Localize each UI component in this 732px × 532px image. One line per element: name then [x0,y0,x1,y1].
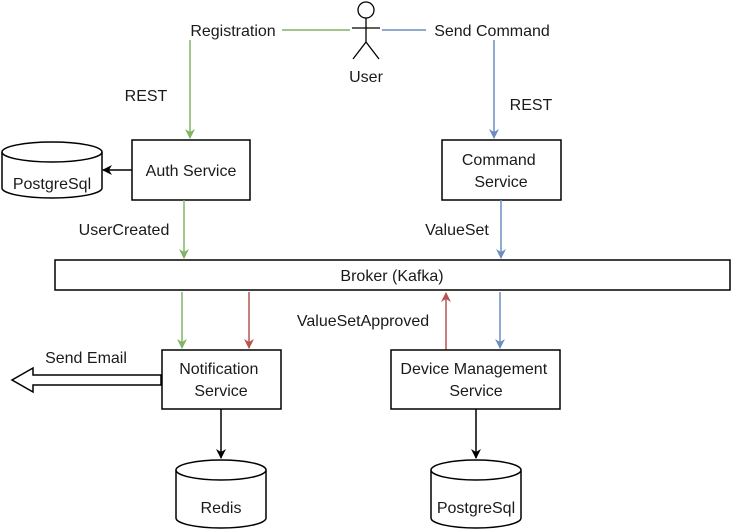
notification-service-node [161,349,282,410]
user-label: User [349,69,383,86]
registration-edge [185,29,350,139]
send-command-edge [382,29,499,139]
value-set-label: ValueSet [425,222,489,239]
value-set-approved-label: ValueSetApproved [297,313,429,330]
auth-service-node [131,139,251,201]
registration-label: Registration [190,23,275,40]
device-management-service-label: Device Management Service [400,361,551,400]
redis-db-label: Redis [201,500,242,517]
device-db-label: PostgreSql [437,500,515,517]
notification-service-label: Notification Service [179,361,263,400]
broker-node [54,259,731,291]
user-created-label: UserCreated [79,222,170,239]
redis-db-node [175,459,267,529]
send-email-label: Send Email [45,350,127,367]
auth-db-label: PostgreSql [13,176,91,193]
rest-right-label: REST [510,97,553,114]
auth-service-label: Auth Service [146,163,237,180]
rest-left-label: REST [125,88,168,105]
device-management-service-node [390,349,561,410]
device-db-node [430,459,522,529]
command-service-node [441,139,562,201]
send-command-label: Send Command [434,23,550,40]
user-actor-icon [352,1,380,60]
command-service-label: Command Service [462,152,540,191]
broker-label: Broker (Kafka) [340,268,443,285]
send-email-arrow-icon [10,366,162,394]
auth-db-node [1,141,103,199]
